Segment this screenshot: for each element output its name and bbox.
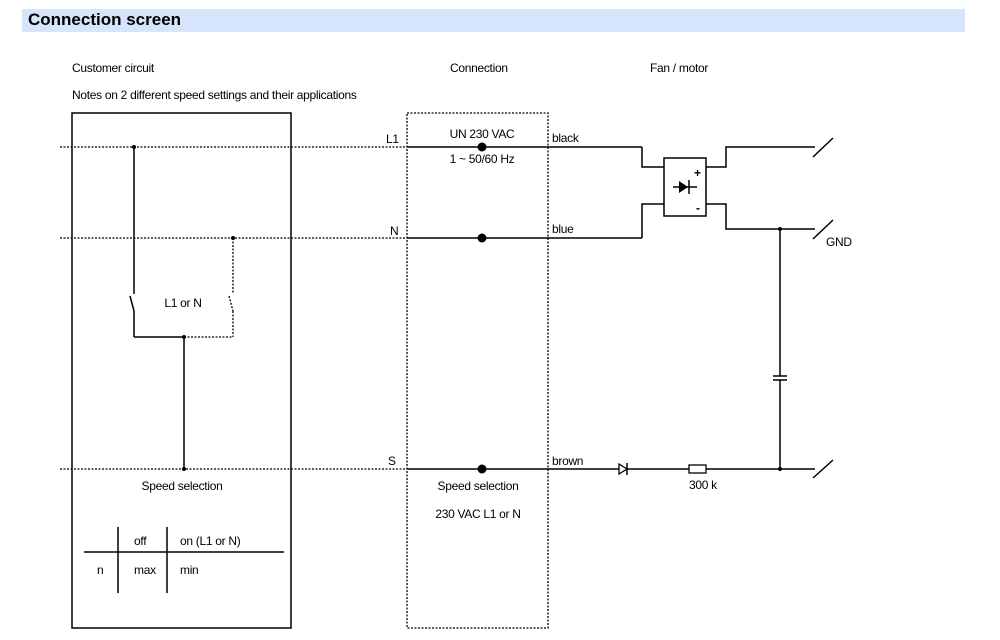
s-terminal-slash [812, 459, 834, 479]
customer-circuit-label: Customer circuit [72, 61, 155, 75]
l1-to-rectifier [641, 147, 664, 168]
resistor-icon [688, 464, 707, 474]
fan-motor-label: Fan / motor [650, 61, 708, 75]
wire-brown-label: brown [552, 454, 583, 468]
n-to-rectifier [641, 203, 664, 238]
wire-blue-label: blue [552, 222, 574, 236]
plus-output-wire [706, 146, 815, 168]
connection-box [406, 112, 549, 629]
connection-speed-selection-label: Speed selection [438, 479, 519, 493]
terminal-s: S [388, 454, 396, 468]
speed-voltage-label: 230 VAC L1 or N [435, 507, 520, 521]
n-terminal-dot [477, 233, 487, 243]
s-terminal-dot [477, 464, 487, 474]
header-bar: Connection screen [22, 9, 965, 32]
l1-switch-contact [129, 295, 135, 312]
customer-speed-selection-label: Speed selection [142, 479, 223, 493]
resistor-label: 300 k [689, 478, 718, 492]
n-switch-contact [228, 295, 234, 312]
rectifier-diode-icon [673, 180, 697, 194]
capacitor-icon [773, 375, 787, 381]
s-junction [182, 467, 186, 471]
rectifier-plus: + [694, 166, 701, 180]
page-title: Connection screen [28, 10, 182, 29]
customer-circuit-box [71, 112, 292, 629]
gnd-terminal-slash [812, 219, 834, 240]
voltage-label: UN 230 VAC [450, 127, 515, 141]
table-header-on: on (L1 or N) [180, 534, 241, 548]
diode-icon [618, 462, 629, 476]
table-cell-min: min [180, 563, 198, 577]
terminal-n: N [390, 224, 398, 238]
terminal-l1: L1 [386, 132, 399, 146]
switch-label: L1 or N [164, 296, 201, 310]
rectifier-box [663, 157, 707, 217]
minus-output-wire [706, 203, 815, 230]
l1-terminal-dot [477, 142, 487, 152]
table-cell-n: n [97, 563, 103, 577]
frequency-label: 1 ~ 50/60 Hz [450, 152, 515, 166]
wire-black-label: black [552, 131, 580, 145]
notes-label: Notes on 2 different speed settings and … [72, 88, 357, 102]
connection-label: Connection [450, 61, 508, 75]
gnd-label: GND [826, 235, 852, 249]
plus-terminal-slash [812, 137, 834, 158]
table-cell-max: max [134, 563, 156, 577]
table-header-off: off [134, 534, 147, 548]
rectifier-minus: - [696, 201, 700, 215]
